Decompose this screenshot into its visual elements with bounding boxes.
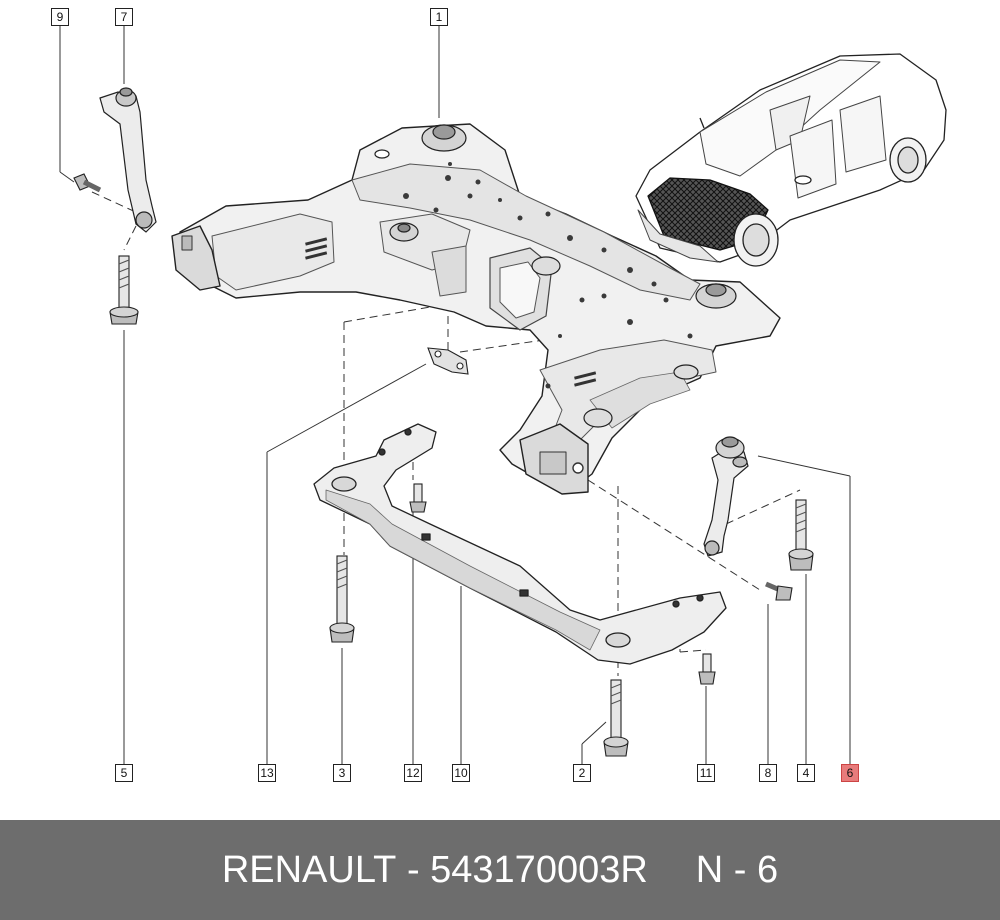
bracket-part-13 xyxy=(427,347,469,375)
callout-1: 1 xyxy=(430,8,448,26)
bolt-part-8 xyxy=(765,581,793,601)
callout-7: 7 xyxy=(115,8,133,26)
part-number-label: - 543170003R xyxy=(406,848,648,891)
front-subframe xyxy=(171,123,781,495)
subframe-holes xyxy=(403,162,693,389)
callout-8: 8 xyxy=(759,764,777,782)
callout-3: 3 xyxy=(333,764,351,782)
bolt-part-2 xyxy=(603,679,629,757)
tie-rod-right-part-6 xyxy=(703,436,749,557)
callout-9: 9 xyxy=(51,8,69,26)
bolt-part-4 xyxy=(788,499,814,571)
bolt-part-5 xyxy=(109,255,139,325)
position-label: N - 6 xyxy=(695,848,779,891)
bolt-part-3 xyxy=(329,555,355,643)
subframe-slots xyxy=(305,237,597,387)
tie-rod-left-part-7 xyxy=(99,87,157,233)
callout-10: 10 xyxy=(452,764,470,782)
cross-member-part-10 xyxy=(313,423,727,665)
callout-12: 12 xyxy=(404,764,422,782)
bolt-part-11 xyxy=(698,653,716,685)
callout-4: 4 xyxy=(797,764,815,782)
callout-11: 11 xyxy=(697,764,715,782)
subframe-mounts xyxy=(374,124,737,428)
subframe-exploded-diagram xyxy=(59,26,947,764)
callout-5: 5 xyxy=(115,764,133,782)
callout-2: 2 xyxy=(573,764,591,782)
bolt-part-12 xyxy=(409,483,427,513)
car-location-illustration xyxy=(635,53,947,267)
callout-13: 13 xyxy=(258,764,276,782)
bolt-part-9 xyxy=(73,173,102,193)
leader-lines xyxy=(59,26,851,764)
brand-label: RENAULT xyxy=(221,848,397,891)
callout-6-highlighted: 6 xyxy=(841,764,859,782)
part-info-footer: RENAULT - 543170003R N - 6 xyxy=(0,820,1000,920)
